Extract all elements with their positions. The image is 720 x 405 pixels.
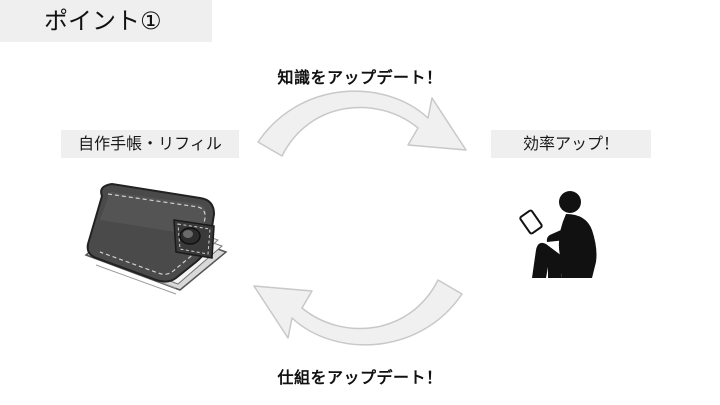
left-label: 自作手帳・リフィル: [78, 134, 222, 153]
right-label-box: 効率アップ！: [491, 130, 651, 158]
curved-arrow-left-icon: [253, 279, 463, 346]
title-box: ポイント①: [0, 0, 212, 42]
top-cycle-label: 知識をアップデート！: [277, 68, 443, 87]
reading-person-icon: [519, 191, 597, 278]
curved-arrow-right-icon: [257, 90, 467, 157]
left-label-box: 自作手帳・リフィル: [61, 130, 239, 158]
page-title: ポイント①: [44, 7, 162, 35]
planner-notebook-icon: [84, 182, 228, 295]
bottom-cycle-label: 仕組をアップデート！: [277, 368, 443, 387]
right-label: 効率アップ！: [522, 134, 619, 153]
